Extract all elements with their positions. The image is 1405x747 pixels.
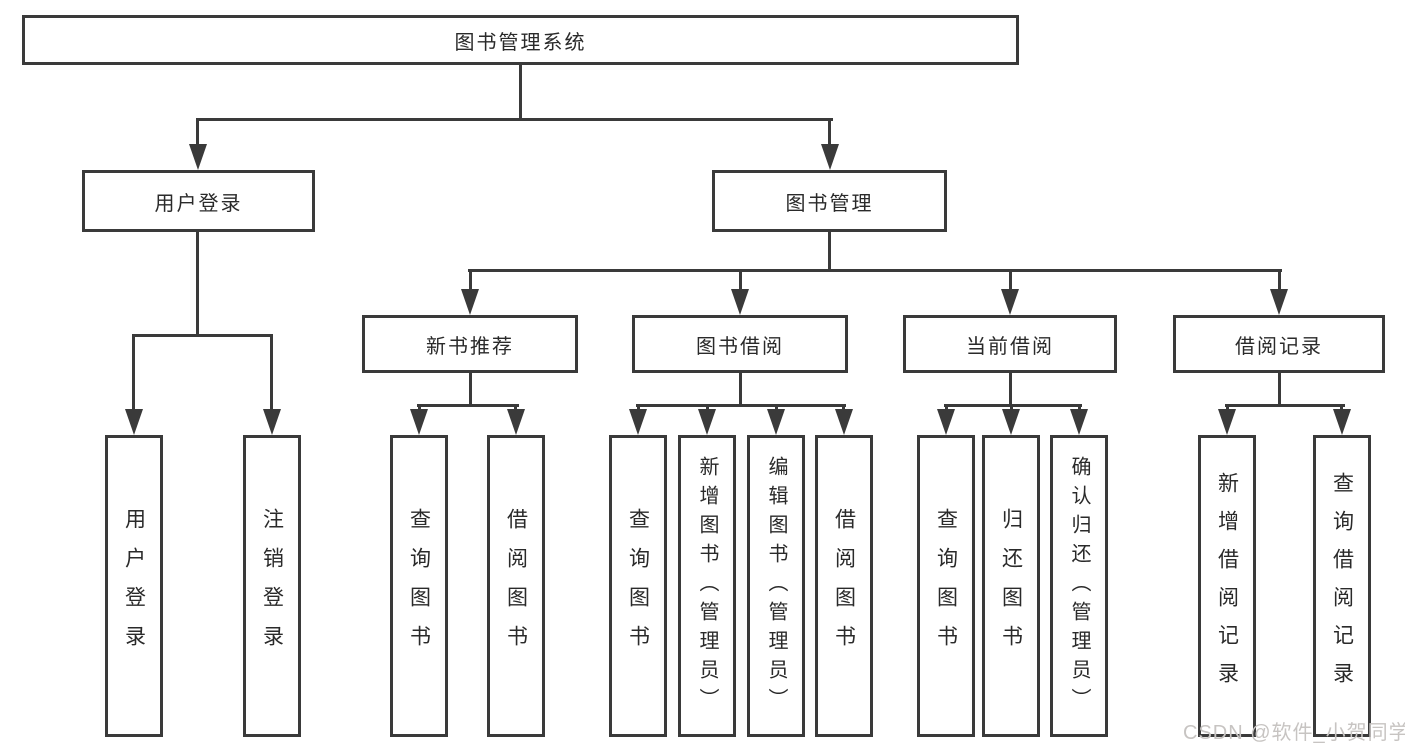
leaf-edit-book-admin: 编辑图书（管理员） [747, 435, 805, 737]
leaf-label: 新增借阅记录 [1215, 472, 1239, 700]
root-node-label: 图书管理系统 [454, 31, 587, 54]
leaf-label: 归还图书 [999, 508, 1023, 664]
leaf-query-book: 查询图书 [609, 435, 667, 737]
connector-line [270, 334, 273, 414]
node-label: 新书推荐 [426, 335, 514, 358]
leaf-borrow-book: 借阅图书 [487, 435, 545, 737]
leaf-borrow-book: 借阅图书 [815, 435, 873, 737]
arrowhead-down-icon [1333, 409, 1351, 435]
leaf-label: 借阅图书 [504, 508, 528, 664]
leaf-add-book-admin: 新增图书（管理员） [678, 435, 736, 737]
arrowhead-down-icon [410, 409, 428, 435]
leaf-return-book: 归还图书 [982, 435, 1040, 737]
leaf-logout: 注销登录 [243, 435, 301, 737]
arrowhead-down-icon [1002, 409, 1020, 435]
leaf-label: 借阅图书 [832, 508, 856, 664]
leaf-confirm-return-admin: 确认归还（管理员） [1050, 435, 1108, 737]
connector-line [468, 269, 1282, 272]
connector-line [1225, 404, 1345, 407]
leaf-label: 注销登录 [260, 508, 284, 664]
leaf-query-book: 查询图书 [917, 435, 975, 737]
arrowhead-down-icon [507, 409, 525, 435]
connector-line [944, 404, 1082, 407]
arrowhead-down-icon [731, 289, 749, 315]
leaf-user-login: 用户登录 [105, 435, 163, 737]
node-new-book-recommend: 新书推荐 [362, 315, 578, 373]
node-current-borrow: 当前借阅 [903, 315, 1117, 373]
leaf-query-borrow-record: 查询借阅记录 [1313, 435, 1371, 737]
leaf-label: 新增图书（管理员） [696, 455, 718, 717]
arrowhead-down-icon [821, 144, 839, 170]
leaf-label: 用户登录 [122, 508, 146, 664]
watermark: CSDN @软件_小贺同学 [1183, 722, 1405, 744]
connector-line [1009, 373, 1012, 406]
connector-line [196, 118, 199, 150]
arrowhead-down-icon [125, 409, 143, 435]
connector-line [469, 373, 472, 406]
leaf-label: 查询图书 [407, 508, 431, 664]
arrowhead-down-icon [1218, 409, 1236, 435]
connector-line [828, 118, 831, 150]
connector-line [196, 232, 199, 337]
connector-line [636, 404, 846, 407]
leaf-label: 查询图书 [934, 508, 958, 664]
arrowhead-down-icon [937, 409, 955, 435]
arrowhead-down-icon [629, 409, 647, 435]
node-borrow-records: 借阅记录 [1173, 315, 1385, 373]
node-book-management: 图书管理 [712, 170, 947, 232]
connector-line [739, 269, 742, 293]
connector-line [132, 334, 273, 337]
arrowhead-down-icon [1270, 289, 1288, 315]
leaf-add-borrow-record: 新增借阅记录 [1198, 435, 1256, 737]
leaf-label: 确认归还（管理员） [1068, 455, 1090, 717]
node-book-borrow: 图书借阅 [632, 315, 848, 373]
connector-line [196, 118, 833, 121]
arrowhead-down-icon [1070, 409, 1088, 435]
leaf-label: 查询借阅记录 [1330, 472, 1354, 700]
connector-line [828, 232, 831, 271]
connector-line [1009, 269, 1012, 293]
leaf-query-book: 查询图书 [390, 435, 448, 737]
arrowhead-down-icon [263, 409, 281, 435]
arrowhead-down-icon [835, 409, 853, 435]
root-node: 图书管理系统 [22, 15, 1019, 65]
node-label: 借阅记录 [1235, 335, 1323, 358]
connector-line [739, 373, 742, 406]
node-user-login: 用户登录 [82, 170, 315, 232]
node-label: 当前借阅 [966, 335, 1054, 358]
leaf-label: 查询图书 [626, 508, 650, 664]
arrowhead-down-icon [1001, 289, 1019, 315]
arrowhead-down-icon [189, 144, 207, 170]
connector-line [469, 269, 472, 293]
connector-line [1278, 269, 1281, 293]
connector-line [132, 334, 135, 414]
leaf-label: 编辑图书（管理员） [765, 455, 787, 717]
arrowhead-down-icon [698, 409, 716, 435]
node-label: 图书借阅 [696, 335, 784, 358]
node-label: 图书管理 [785, 192, 874, 215]
node-label: 用户登录 [154, 192, 243, 215]
connector-line [417, 404, 519, 407]
arrowhead-down-icon [461, 289, 479, 315]
arrowhead-down-icon [767, 409, 785, 435]
connector-line [519, 65, 522, 120]
connector-line [1278, 373, 1281, 406]
